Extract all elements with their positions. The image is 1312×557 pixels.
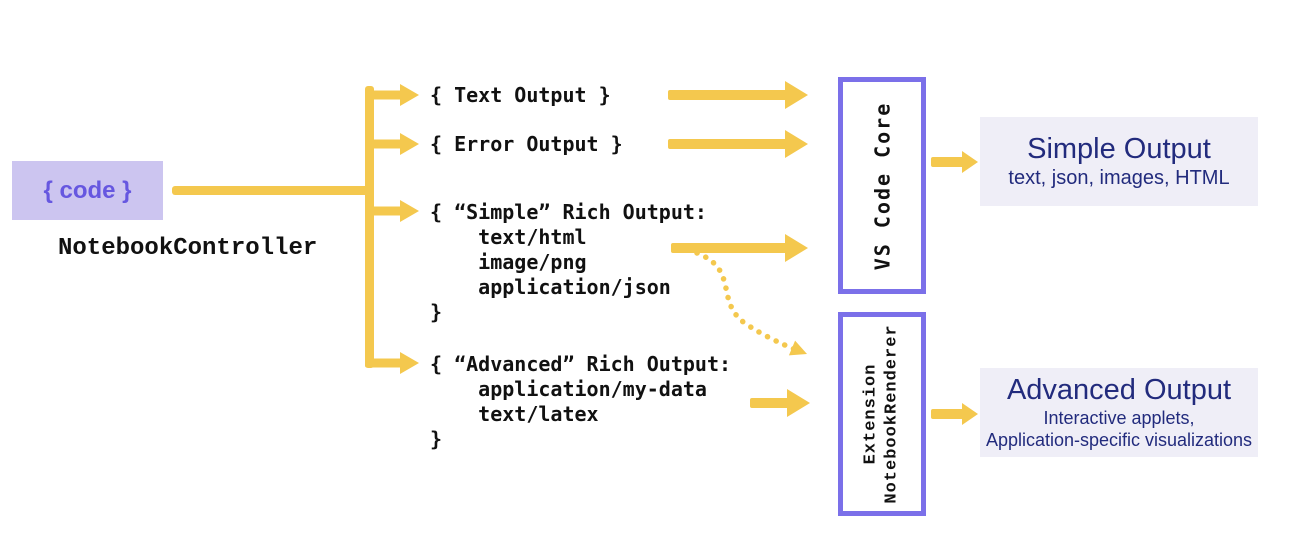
extension-renderer-box: Extension NotebookRenderer (838, 312, 926, 516)
arrow-advanced-to-renderer (750, 389, 810, 417)
extension-renderer-line1: Extension (862, 363, 882, 465)
arrow-head-icon (400, 352, 419, 374)
simple-output-subtitle: text, json, images, HTML (1008, 167, 1230, 189)
connector-feed-line (172, 186, 372, 195)
branch-arrow-error-output (365, 133, 419, 155)
arrow-head-icon (787, 389, 810, 417)
arrow-text-to-core (668, 81, 808, 109)
advanced-output-box: Advanced Output Interactive applets, App… (980, 368, 1258, 457)
arrow-head-icon (785, 81, 808, 109)
vscode-core-label: VS Code Core (870, 101, 894, 270)
arrow-head-icon (400, 84, 419, 106)
simple-rich-output-line: { “Simple” Rich Output: (430, 200, 707, 224)
text-output-label: { Text Output } (430, 83, 611, 107)
arrow-error-to-core (668, 130, 808, 158)
branch-arrow-simple-output (365, 200, 419, 222)
vscode-core-box: VS Code Core (838, 77, 926, 294)
arrow-renderer-to-advanced-result (931, 402, 978, 425)
branch-arrow-text-output (365, 84, 419, 106)
arrow-head-icon (785, 234, 808, 262)
simple-rich-output-line: } (430, 300, 443, 324)
advanced-rich-output-line: { “Advanced” Rich Output: (430, 352, 732, 376)
arrow-simple-to-core (671, 234, 808, 262)
arrow-head-icon (400, 133, 419, 155)
connector-trunk-line (365, 86, 374, 368)
simple-rich-output-line: image/png (430, 250, 587, 274)
extension-renderer-line2: NotebookRenderer (883, 324, 903, 504)
code-box-label: { code } (43, 176, 132, 204)
simple-rich-output-line: application/json (430, 275, 671, 299)
arrow-head-icon (962, 402, 978, 425)
arrow-head-icon (962, 150, 978, 173)
arrow-head-icon (788, 340, 807, 356)
arrow-head-icon (785, 130, 808, 158)
notebook-controller-label: NotebookController (58, 235, 318, 262)
advanced-output-title: Advanced Output (1006, 374, 1232, 406)
arrow-core-to-simple-result (931, 150, 978, 173)
code-box: { code } (12, 161, 163, 220)
advanced-output-subtitle-line1: Interactive applets, (1043, 408, 1195, 428)
simple-rich-output-line: text/html (430, 225, 587, 249)
extension-renderer-label: Extension NotebookRenderer (861, 324, 903, 503)
advanced-rich-output-line: text/latex (430, 402, 599, 426)
simple-rich-output-block: { “Simple” Rich Output: text/html image/… (430, 200, 707, 325)
advanced-rich-output-block: { “Advanced” Rich Output: application/my… (430, 352, 731, 452)
advanced-output-subtitle-line2: Application-specific visualizations (985, 430, 1253, 450)
error-output-label: { Error Output } (430, 132, 623, 156)
advanced-rich-output-line: } (430, 427, 443, 451)
simple-output-title: Simple Output (1027, 133, 1211, 165)
dotted-curve-arrow (694, 250, 807, 356)
branch-arrow-advanced-output (365, 352, 419, 374)
arrow-head-icon (400, 200, 419, 222)
simple-output-box: Simple Output text, json, images, HTML (980, 117, 1258, 206)
advanced-rich-output-line: application/my-data (430, 377, 707, 401)
